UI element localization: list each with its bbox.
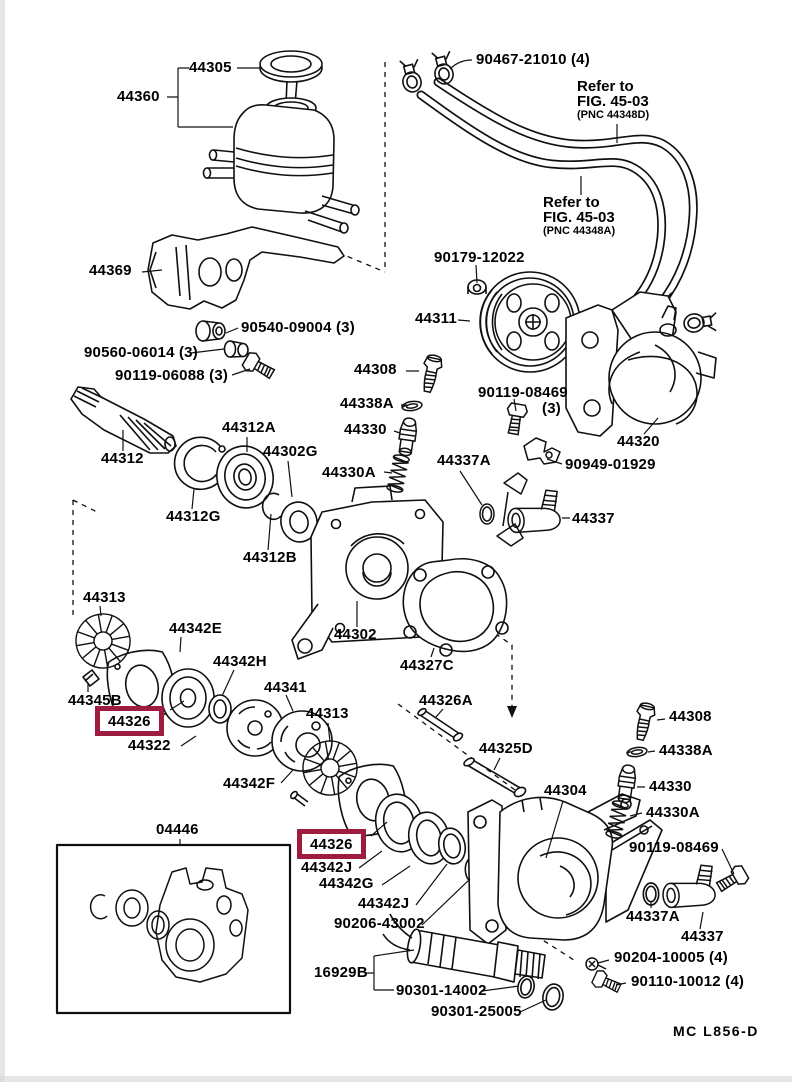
part-label-44342h: 44342H bbox=[213, 653, 267, 670]
part-label-44345b: 44345B bbox=[68, 692, 122, 709]
part-label-44342j-2: 44342J bbox=[358, 895, 410, 912]
scan-edge-bottom bbox=[0, 1076, 792, 1082]
part-label-44302: 44302 bbox=[334, 626, 377, 643]
part-label-44337-2: 44337 bbox=[681, 928, 724, 945]
reservoir-assembly-drawing bbox=[147, 50, 360, 310]
part-label-90206-43002: 90206-43002 bbox=[334, 915, 425, 932]
small-hardware-left bbox=[195, 320, 278, 384]
part-label-16929b: 16929B bbox=[314, 964, 368, 981]
part-label-3: (3) bbox=[542, 400, 561, 417]
part-label-44305: 44305 bbox=[189, 59, 232, 76]
refer-note-2-line-1: Refer to bbox=[543, 194, 600, 211]
part-label-90949-01929: 90949-01929 bbox=[565, 456, 656, 473]
part-label-44308-2: 44308 bbox=[669, 708, 712, 725]
part-label-44338a: 44338A bbox=[340, 395, 394, 412]
part-label-44342f: 44342F bbox=[223, 775, 276, 792]
part-label-44327c: 44327C bbox=[400, 657, 454, 674]
gasket-kit-box-drawing bbox=[55, 843, 292, 1015]
solenoid-16929B-drawing bbox=[382, 913, 564, 1011]
refer-note-1-line-1: Refer to bbox=[577, 78, 634, 95]
part-label-90467-21010-4: 90467-21010 (4) bbox=[476, 51, 590, 68]
part-label-44302g: 44302G bbox=[263, 443, 318, 460]
part-label-04446: 04446 bbox=[156, 821, 199, 838]
refer-note-2-line-3: (PNC 44348A) bbox=[543, 224, 616, 237]
hose-assembly-drawing bbox=[396, 48, 720, 337]
part-label-44322: 44322 bbox=[128, 737, 171, 754]
leader-lines bbox=[87, 59, 735, 1013]
pump-44320-drawing bbox=[565, 291, 717, 437]
part-label-44342j: 44342J bbox=[301, 859, 353, 876]
part-label-90204-10005-4: 90204-10005 (4) bbox=[614, 949, 728, 966]
part-label-44337: 44337 bbox=[572, 510, 615, 527]
part-label-44342g: 44342G bbox=[319, 875, 374, 892]
part-label-44312b: 44312B bbox=[243, 549, 297, 566]
part-label-44313: 44313 bbox=[83, 589, 126, 606]
part-label-90560-06014-3: 90560-06014 (3) bbox=[84, 344, 198, 361]
part-label-44312a: 44312A bbox=[222, 419, 276, 436]
part-label-44304: 44304 bbox=[544, 782, 587, 799]
part-label-44337a: 44337A bbox=[437, 452, 491, 469]
part-label-44330-2: 44330 bbox=[649, 778, 692, 795]
part-label-90540-09004-3: 90540-09004 (3) bbox=[241, 319, 355, 336]
part-label-90119-08469-2: 90119-08469 bbox=[629, 839, 719, 856]
part-label-90119-08469: 90119-08469 bbox=[478, 384, 568, 401]
part-label-44312: 44312 bbox=[101, 450, 144, 467]
part-label-90110-10012-4: 90110-10012 (4) bbox=[631, 973, 745, 990]
part-label-44360: 44360 bbox=[117, 88, 160, 105]
part-label-44308: 44308 bbox=[354, 361, 397, 378]
part-label-44342e: 44342E bbox=[169, 620, 222, 637]
part-label-44311: 44311 bbox=[415, 310, 457, 327]
refer-note-2-line-2: FIG. 45-03 bbox=[543, 209, 615, 227]
rotor-stack-drawing bbox=[71, 609, 527, 885]
part-label-44337a-2: 44337A bbox=[626, 908, 680, 925]
part-label-44325d: 44325D bbox=[479, 740, 533, 757]
pulley-drawing bbox=[467, 271, 581, 373]
arrowhead bbox=[507, 706, 517, 718]
rear-body-44302-drawing bbox=[291, 485, 509, 660]
valve-fittings-left bbox=[385, 352, 561, 495]
part-label-44320: 44320 bbox=[617, 433, 660, 450]
part-label-44326-highlighted-2[interactable]: 44326 bbox=[297, 829, 366, 859]
front-housing-44304-drawing bbox=[467, 793, 663, 945]
refer-note-1-line-3: (PNC 44348D) bbox=[577, 108, 650, 121]
part-label-mc-l856-d: MC L856-D bbox=[673, 1023, 759, 1039]
union-44337-drawings bbox=[479, 472, 717, 909]
part-label-44313-2: 44313 bbox=[306, 705, 349, 722]
part-label-90179-12022: 90179-12022 bbox=[434, 249, 525, 266]
part-label-44326a: 44326A bbox=[419, 692, 473, 709]
refer-note-1-line-2: FIG. 45-03 bbox=[577, 93, 649, 111]
shaft-bearing-drawing bbox=[70, 386, 318, 543]
part-label-44369: 44369 bbox=[89, 262, 132, 279]
part-label-44330a-2: 44330A bbox=[646, 804, 700, 821]
part-label-44338a-2: 44338A bbox=[659, 742, 713, 759]
part-label-90301-14002: 90301-14002 bbox=[396, 982, 487, 999]
part-label-44312g: 44312G bbox=[166, 508, 221, 525]
part-label-44330: 44330 bbox=[344, 421, 387, 438]
part-label-90301-25005: 90301-25005 bbox=[431, 1003, 522, 1020]
part-label-90119-06088-3: 90119-06088 (3) bbox=[115, 367, 229, 384]
scan-edge-left bbox=[0, 0, 5, 1082]
part-label-44326-highlighted[interactable]: 44326 bbox=[95, 706, 164, 736]
part-label-44341: 44341 bbox=[264, 679, 307, 696]
part-label-44330a: 44330A bbox=[322, 464, 376, 481]
valve-fittings-right bbox=[585, 700, 751, 997]
